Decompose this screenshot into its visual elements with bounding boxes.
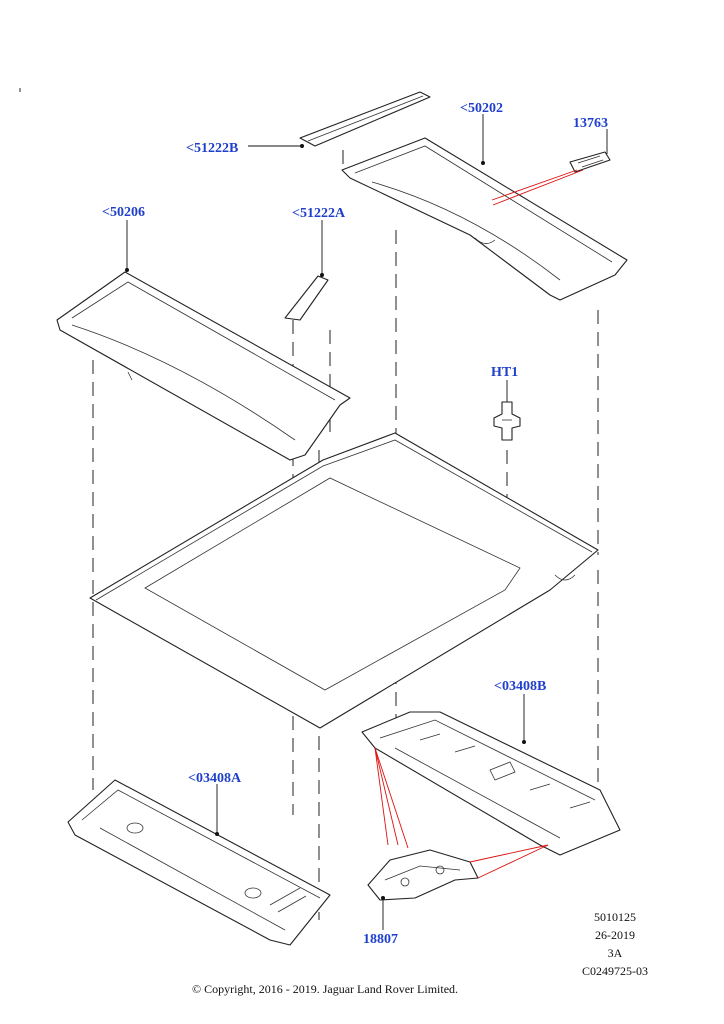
callout-03408b[interactable]: <03408B bbox=[494, 679, 546, 694]
drawing-revision: 3A bbox=[608, 946, 623, 960]
copyright-notice: © Copyright, 2016 - 2019. Jaguar Land Ro… bbox=[192, 982, 458, 996]
callout-18807[interactable]: 18807 bbox=[363, 932, 398, 947]
part-50206-front-roof-panel[interactable] bbox=[56, 271, 351, 461]
part-51222b-front-trim[interactable] bbox=[299, 91, 431, 147]
callout-50202[interactable]: <50202 bbox=[460, 101, 503, 116]
callout-50206[interactable]: <50206 bbox=[102, 205, 145, 220]
drawing-id: C0249725-03 bbox=[582, 964, 648, 978]
drawing-date: 26-2019 bbox=[595, 928, 635, 942]
part-18807-mounting-bracket[interactable] bbox=[367, 849, 479, 901]
part-50202-rear-roof-panel[interactable] bbox=[341, 137, 628, 301]
part-03408a-front-reinforcement[interactable] bbox=[67, 779, 331, 946]
callout-51222a[interactable]: <51222A bbox=[292, 206, 346, 221]
callout-51222b[interactable]: <51222B bbox=[186, 141, 238, 156]
callout-labels: <50202 13763 <51222B <50206 <51222A HT1 … bbox=[102, 101, 608, 947]
drawing-number: 5010125 bbox=[594, 910, 636, 924]
drawing-info: 5010125 26-2019 3A C0249725-03 bbox=[582, 910, 648, 978]
red-leader-lines bbox=[374, 169, 584, 879]
headliner-main-panel[interactable] bbox=[89, 432, 599, 729]
part-03408b-rear-reinforcement[interactable] bbox=[361, 711, 621, 856]
part-13763-bracket[interactable] bbox=[569, 151, 611, 173]
part-ht1-clip[interactable] bbox=[493, 401, 521, 441]
callout-03408a[interactable]: <03408A bbox=[188, 771, 242, 786]
callout-ht1[interactable]: HT1 bbox=[491, 365, 518, 380]
leader-lines bbox=[125, 114, 608, 930]
callout-13763[interactable]: 13763 bbox=[573, 116, 608, 131]
part-51222a-pillar-trim[interactable] bbox=[284, 275, 329, 321]
